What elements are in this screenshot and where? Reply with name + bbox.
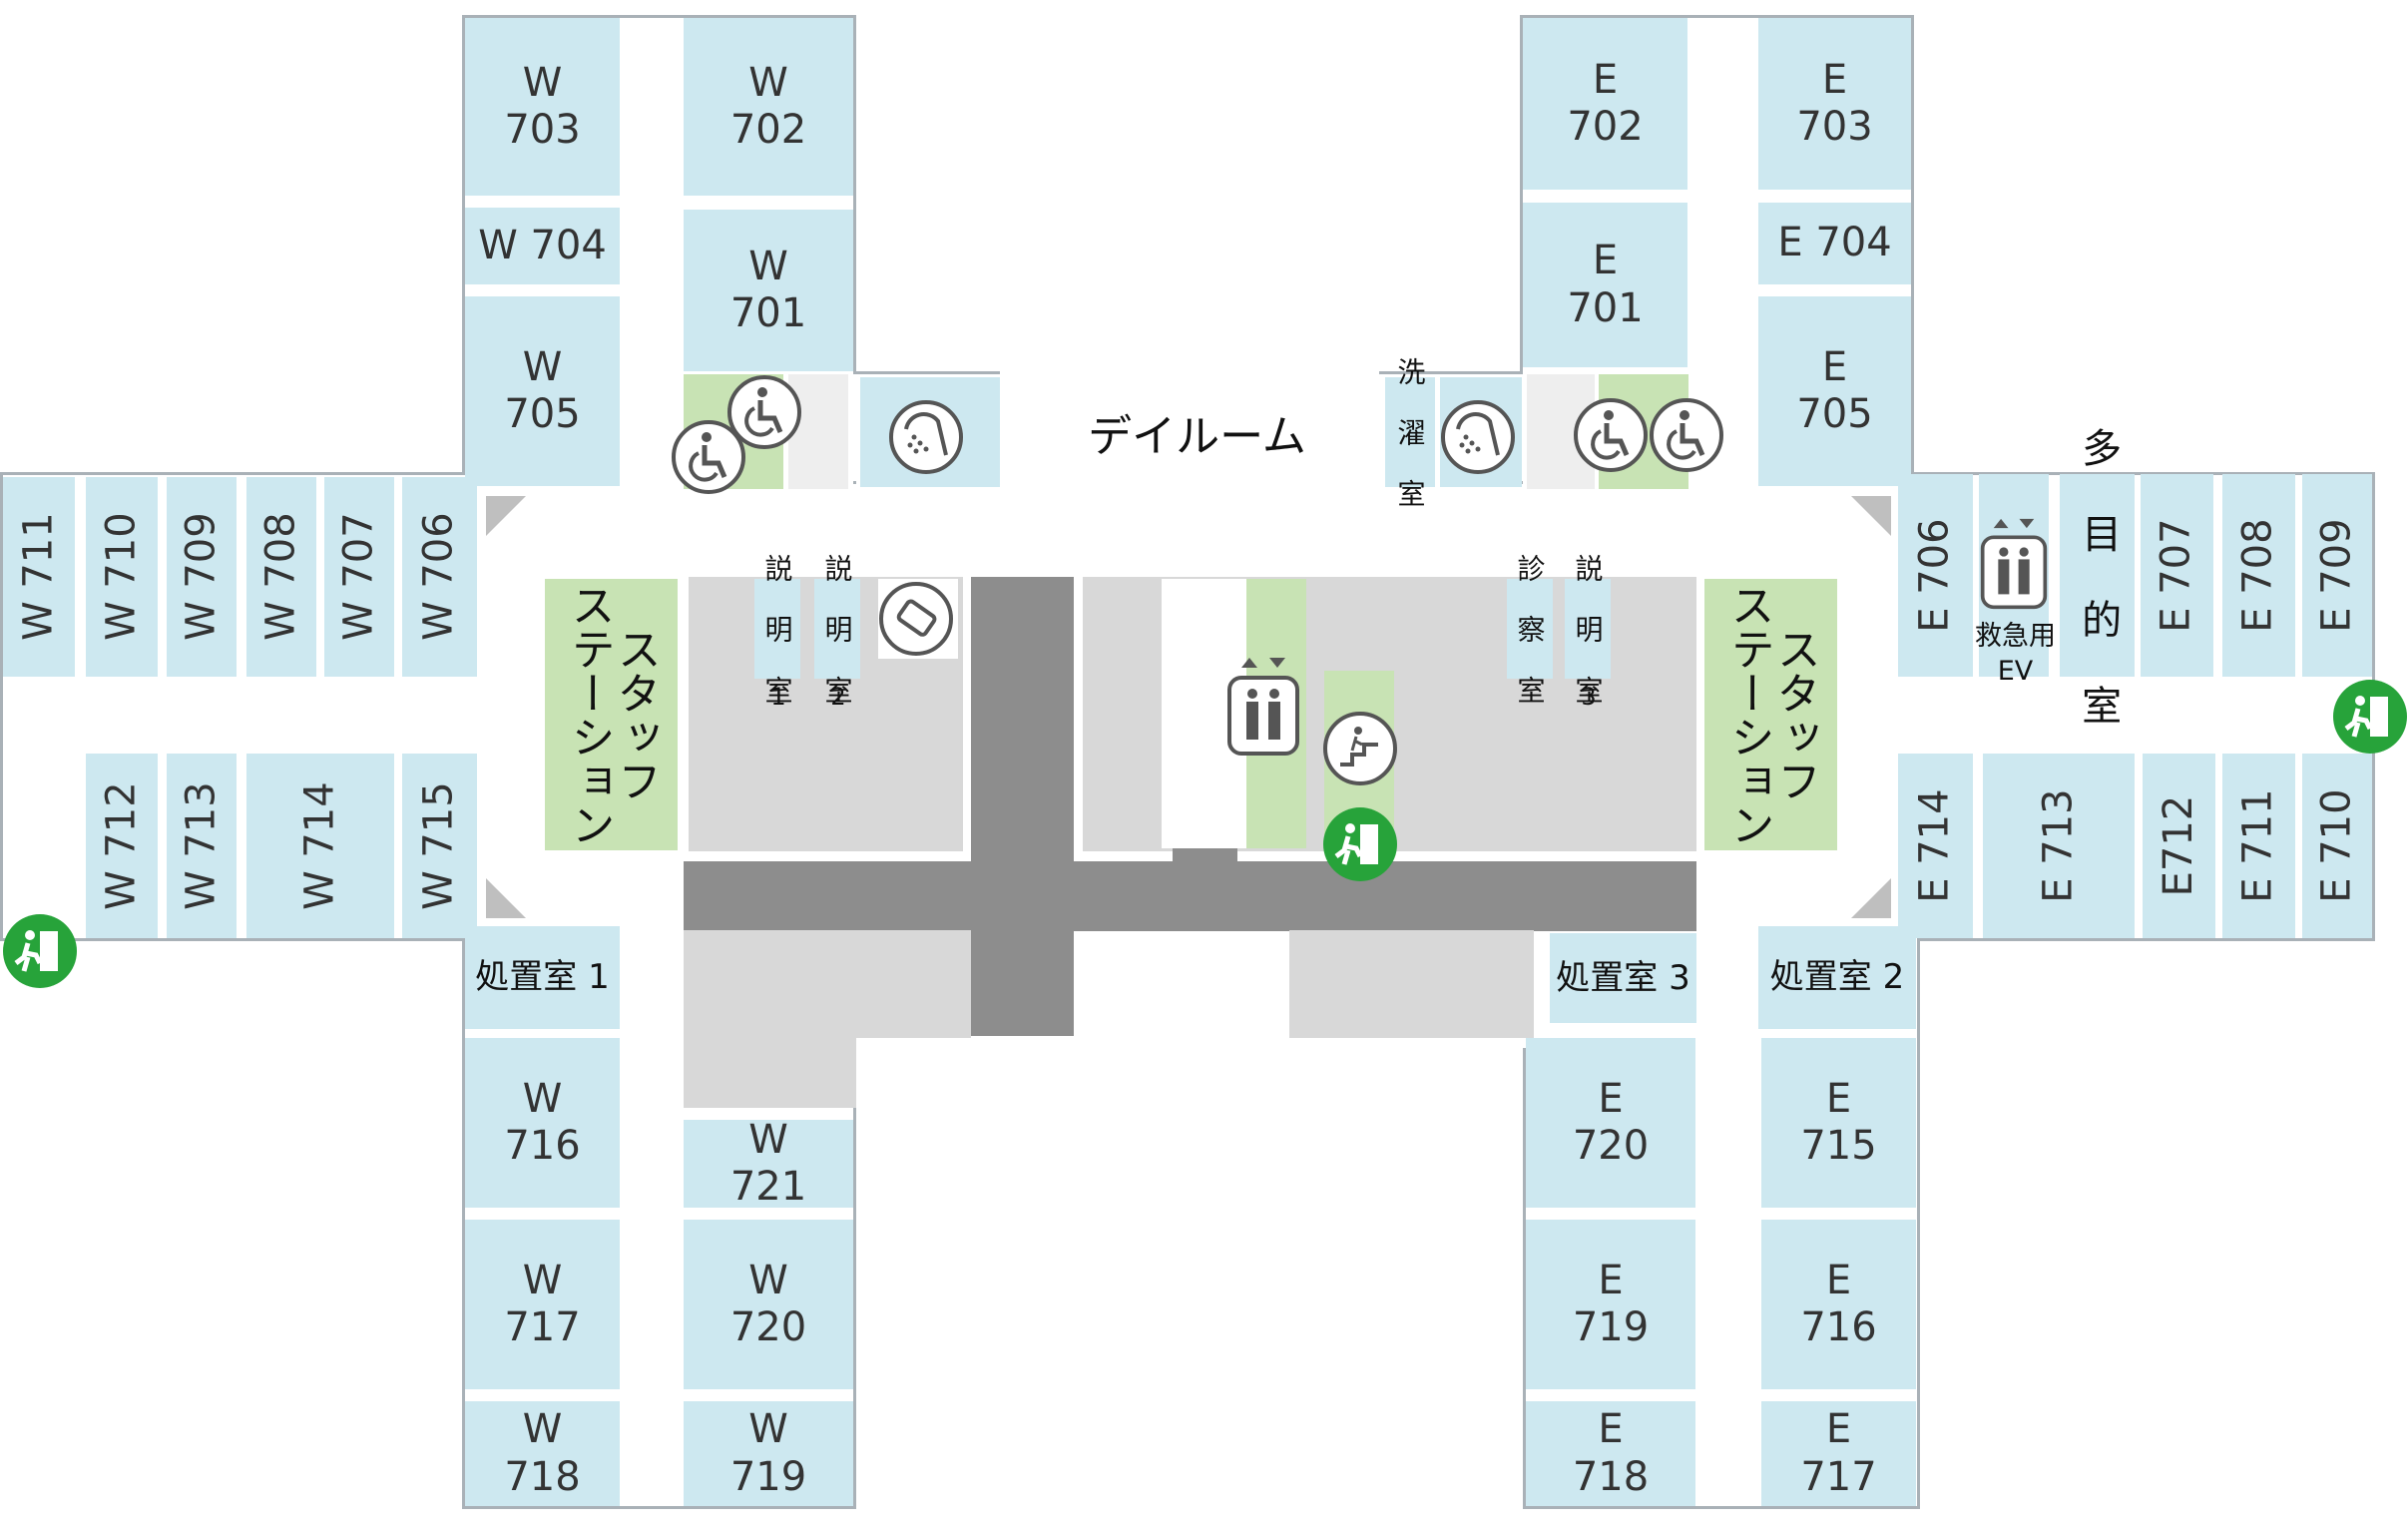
phone-icon bbox=[878, 581, 954, 657]
emergency-exit-icon bbox=[2, 913, 78, 989]
room-w718[interactable]: W 718 bbox=[465, 1401, 620, 1506]
room-w708[interactable]: W 708 bbox=[246, 477, 316, 677]
room-e704[interactable]: E 704 bbox=[1758, 203, 1911, 284]
room-w701[interactable]: W 701 bbox=[684, 210, 853, 371]
wheelchair-icon bbox=[1573, 397, 1649, 473]
room-w702[interactable]: W 702 bbox=[684, 18, 853, 196]
room-w712[interactable]: W 712 bbox=[86, 754, 158, 938]
room-e703[interactable]: E 703 bbox=[1758, 18, 1911, 190]
staff-station-west[interactable]: スタッフ ステーション bbox=[545, 579, 678, 850]
shower-icon bbox=[888, 399, 964, 475]
room-w717[interactable]: W 717 bbox=[465, 1220, 620, 1389]
wheelchair-icon bbox=[1649, 397, 1724, 473]
corner-marker bbox=[1851, 878, 1891, 918]
room-e719[interactable]: E 719 bbox=[1526, 1220, 1695, 1389]
staff-station-east[interactable]: スタッフ ステーション bbox=[1704, 579, 1837, 850]
room-e710[interactable]: E 710 bbox=[2302, 754, 2372, 938]
toilet-nw-gray bbox=[788, 374, 848, 489]
room-w715[interactable]: W 715 bbox=[402, 754, 477, 938]
room-e711[interactable]: E 711 bbox=[2222, 754, 2295, 938]
room-w703[interactable]: W 703 bbox=[465, 18, 620, 196]
corner-marker bbox=[1851, 496, 1891, 536]
room-w714[interactable]: W 714 bbox=[246, 754, 394, 938]
room-w709[interactable]: W 709 bbox=[167, 477, 237, 677]
room-e702[interactable]: E 702 bbox=[1523, 18, 1687, 190]
wheelchair-icon bbox=[726, 374, 802, 450]
laundry-room[interactable]: 洗 濯 室 bbox=[1385, 357, 1435, 507]
room-e701[interactable]: E 701 bbox=[1523, 203, 1687, 367]
corner-marker bbox=[486, 496, 526, 536]
day-room-area bbox=[1000, 371, 1379, 489]
corner-marker bbox=[486, 878, 526, 918]
emergency-exit-icon bbox=[1322, 806, 1398, 882]
room-e720[interactable]: E 720 bbox=[1526, 1038, 1695, 1208]
wheelchair-icon bbox=[671, 419, 746, 495]
room-e714[interactable]: E 714 bbox=[1898, 754, 1973, 938]
treatment-room-3[interactable]: 処置室 3 bbox=[1550, 933, 1696, 1023]
room-e705[interactable]: E 705 bbox=[1758, 296, 1911, 486]
elevator-icon bbox=[1225, 654, 1301, 760]
shower-icon bbox=[1440, 399, 1516, 475]
explanation-room-2-number: 2 bbox=[830, 683, 846, 711]
corridor-south-right bbox=[1289, 930, 1534, 1038]
explanation-room-1-number: 1 bbox=[770, 683, 786, 711]
courtyard-south bbox=[856, 1038, 1523, 1517]
room-e716[interactable]: E 716 bbox=[1761, 1220, 1916, 1389]
room-e712[interactable]: E712 bbox=[2143, 754, 2215, 938]
courtyard-north bbox=[856, 0, 1520, 371]
treatment-room-1[interactable]: 処置室 1 bbox=[465, 926, 620, 1029]
room-w719[interactable]: W 719 bbox=[684, 1401, 853, 1506]
stairs-icon bbox=[1322, 711, 1398, 786]
explanation-room-3-number: 3 bbox=[1581, 683, 1597, 711]
room-e708[interactable]: E 708 bbox=[2222, 474, 2295, 677]
room-w716[interactable]: W 716 bbox=[465, 1038, 620, 1208]
room-e707[interactable]: E 707 bbox=[2141, 474, 2213, 677]
room-w705[interactable]: W 705 bbox=[465, 296, 620, 486]
exam-room[interactable]: 診 察 室 bbox=[1507, 554, 1553, 704]
explanation-room-1[interactable]: 説 明 室 bbox=[754, 554, 800, 704]
room-e713[interactable]: E 713 bbox=[1983, 754, 2135, 938]
day-room-label: デイルーム bbox=[1088, 411, 1306, 462]
room-w720[interactable]: W 720 bbox=[684, 1220, 853, 1389]
room-e709[interactable]: E 709 bbox=[2302, 474, 2372, 677]
room-w704[interactable]: W 704 bbox=[465, 208, 620, 284]
west-wing-interior bbox=[3, 479, 476, 938]
room-w706[interactable]: W 706 bbox=[402, 477, 477, 677]
room-w721[interactable]: W 721 bbox=[684, 1117, 853, 1210]
room-w711[interactable]: W 711 bbox=[3, 477, 75, 677]
room-e706[interactable]: E 706 bbox=[1898, 474, 1973, 677]
room-w707[interactable]: W 707 bbox=[324, 477, 394, 677]
emergency-ev-label: 救急用 EV bbox=[1975, 620, 2056, 687]
treatment-room-2[interactable]: 処置室 2 bbox=[1758, 926, 1916, 1029]
room-e717[interactable]: E 717 bbox=[1761, 1401, 1916, 1506]
explanation-room-2[interactable]: 説 明 室 bbox=[814, 554, 860, 704]
emergency-exit-icon bbox=[2332, 679, 2408, 755]
room-w713[interactable]: W 713 bbox=[167, 754, 237, 938]
explanation-room-3[interactable]: 説 明 室 bbox=[1565, 554, 1611, 704]
room-e715[interactable]: E 715 bbox=[1761, 1038, 1916, 1208]
room-w710[interactable]: W 710 bbox=[86, 477, 158, 677]
room-e718[interactable]: E 718 bbox=[1526, 1401, 1695, 1506]
main-corridor-horizontal bbox=[684, 861, 1696, 931]
main-corridor-vertical bbox=[971, 577, 1074, 1036]
elevator-icon bbox=[1979, 514, 2049, 614]
multipurpose-room[interactable]: 多 目 的 室 bbox=[2060, 427, 2135, 725]
